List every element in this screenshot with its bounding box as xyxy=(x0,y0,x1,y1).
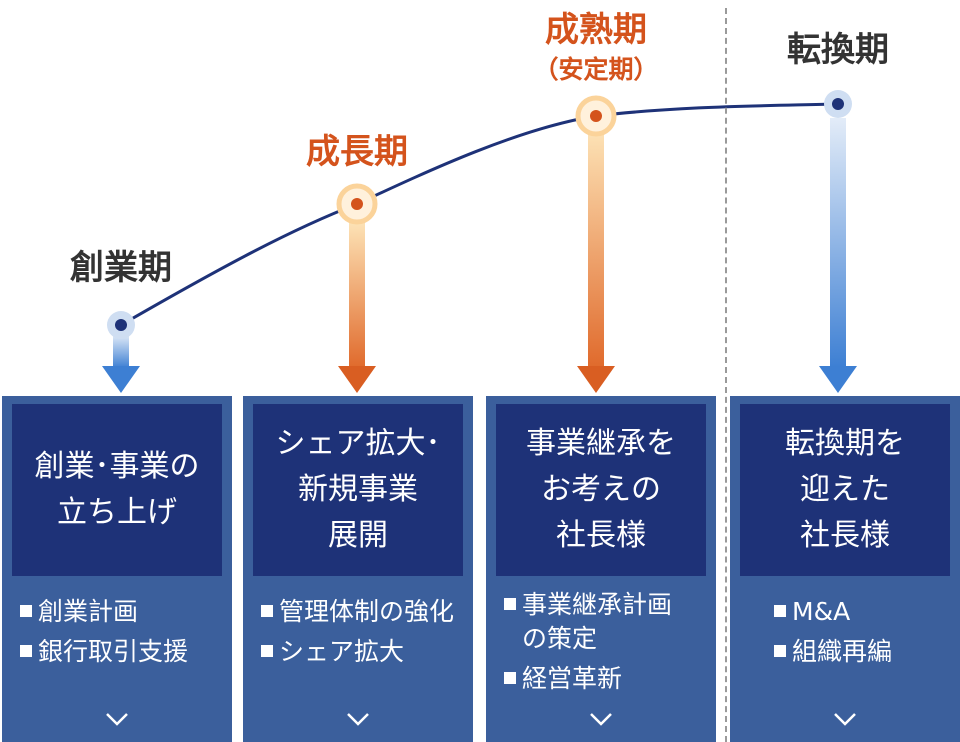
card-transition[interactable]: 転換期を 迎えた 社長様 M&A 組織再編 xyxy=(730,396,960,742)
phase-label-mature: 成熟期 xyxy=(545,10,647,50)
card-item-list: 事業継承計画 の策定 経営革新 xyxy=(504,588,714,702)
arrow-startup xyxy=(102,334,140,393)
card-item-list: 管理体制の強化 シェア拡大 xyxy=(261,592,471,672)
list-item: 創業計画 xyxy=(20,592,230,632)
list-item-label: 組織再編 xyxy=(792,637,893,666)
square-bullet-icon xyxy=(504,672,516,684)
card-title: 事業継承を お考えの 社長様 xyxy=(526,426,676,553)
point-growth xyxy=(351,198,363,210)
list-item: シェア拡大 xyxy=(261,632,471,672)
card-header: シェア拡大･ 新規事業 展開 xyxy=(253,404,463,576)
list-item: 事業継承計画 の策定 xyxy=(504,588,714,656)
card-header: 事業継承を お考えの 社長様 xyxy=(496,404,706,576)
list-item-label: 管理体制の強化 xyxy=(279,597,455,626)
list-item: 銀行取引支援 xyxy=(20,632,230,672)
phase-label-transition: 転換期 xyxy=(787,30,889,70)
list-item-label: 経営革新 xyxy=(522,664,623,693)
growth-curve xyxy=(120,102,839,327)
chevron-down-icon[interactable] xyxy=(105,712,129,726)
card-title: 転換期を 迎えた 社長様 xyxy=(785,426,905,553)
point-transition xyxy=(832,98,844,110)
arrow-mature xyxy=(577,130,615,393)
list-item-label: M&A xyxy=(792,597,851,626)
card-item-list: 創業計画 銀行取引支援 xyxy=(20,592,230,672)
chevron-down-icon[interactable] xyxy=(833,712,857,726)
square-bullet-icon xyxy=(774,645,786,657)
list-item-label: 事業継承計画 の策定 xyxy=(522,590,673,653)
card-growth[interactable]: シェア拡大･ 新規事業 展開 管理体制の強化 シェア拡大 xyxy=(243,396,473,742)
list-item: 組織再編 xyxy=(774,632,960,672)
square-bullet-icon xyxy=(261,645,273,657)
phase-label-growth: 成長期 xyxy=(306,132,408,172)
square-bullet-icon xyxy=(20,605,32,617)
list-item-label: シェア拡大 xyxy=(279,637,405,666)
phase-label-startup: 創業期 xyxy=(70,248,172,288)
card-title: シェア拡大･ 新規事業 展開 xyxy=(275,426,441,553)
chevron-down-icon[interactable] xyxy=(589,712,613,726)
arrow-transition xyxy=(819,118,857,393)
list-item-label: 創業計画 xyxy=(38,597,139,626)
list-item: 経営革新 xyxy=(504,662,714,696)
phase-sublabel-mature: （安定期） xyxy=(533,55,659,84)
list-item-label: 銀行取引支援 xyxy=(38,637,189,666)
card-item-list: M&A 組織再編 xyxy=(774,592,960,672)
card-mature[interactable]: 事業継承を お考えの 社長様 事業継承計画 の策定 経営革新 xyxy=(486,396,716,742)
point-mature xyxy=(590,110,602,122)
square-bullet-icon xyxy=(20,645,32,657)
card-header: 創業･事業の 立ち上げ xyxy=(12,404,222,576)
square-bullet-icon xyxy=(261,605,273,617)
square-bullet-icon xyxy=(504,598,516,610)
list-item: 管理体制の強化 xyxy=(261,592,471,632)
arrow-growth xyxy=(338,222,376,393)
list-item: M&A xyxy=(774,592,960,632)
card-startup[interactable]: 創業･事業の 立ち上げ 創業計画 銀行取引支援 xyxy=(2,396,232,742)
card-title: 創業･事業の 立ち上げ xyxy=(34,449,200,530)
chevron-down-icon[interactable] xyxy=(346,712,370,726)
point-startup xyxy=(115,319,127,331)
card-header: 転換期を 迎えた 社長様 xyxy=(740,404,950,576)
square-bullet-icon xyxy=(774,605,786,617)
dashed-divider xyxy=(725,8,727,742)
